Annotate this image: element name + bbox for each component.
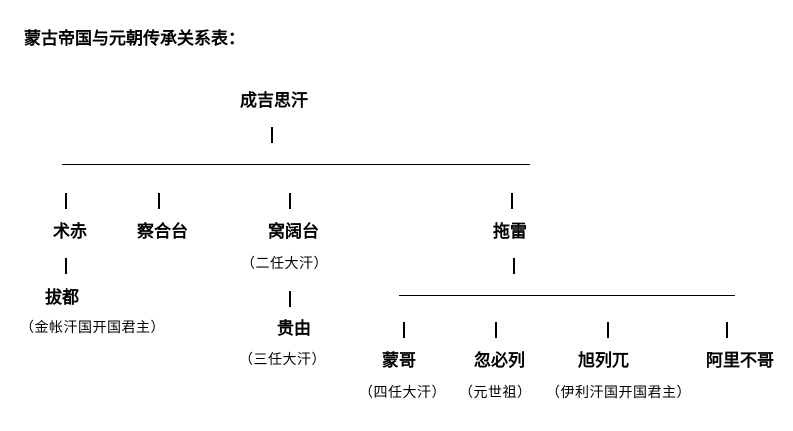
connector-chagatai (158, 193, 160, 209)
node-tolui: 拖雷 (493, 222, 527, 242)
note-hulagu: （伊利汗国开国君主） (546, 385, 691, 401)
sibling-line-tolui-sons (399, 295, 735, 296)
node-guyuk: 贵由 (277, 319, 311, 339)
note-kublai: （元世祖） (459, 385, 532, 401)
node-ogedei: 窝阔台 (268, 222, 319, 242)
node-genghis: 成吉思汗 (240, 91, 308, 111)
note-guyuk: （三任大汗） (239, 352, 326, 368)
note-batu: （金帐汗国开国君主） (20, 320, 165, 336)
connector-hulagu (607, 322, 609, 338)
node-hulagu: 旭列兀 (578, 351, 629, 371)
connector-genghis-down (271, 127, 273, 143)
connector-ogedei-down (289, 291, 291, 307)
connector-jochi-down (65, 258, 67, 274)
node-kublai: 忽必列 (474, 351, 525, 371)
diagram-title: 蒙古帝国与元朝传承关系表： (24, 29, 245, 49)
connector-mongke (403, 322, 405, 338)
node-chagatai: 察合台 (137, 222, 188, 242)
connector-tolui-down (513, 258, 515, 274)
connector-tolui (511, 193, 513, 209)
connector-kublai (495, 322, 497, 338)
connector-ariq (726, 322, 728, 338)
node-mongke: 蒙哥 (382, 351, 416, 371)
sibling-line-gen2 (62, 164, 530, 165)
note-mongke: （四任大汗） (359, 385, 446, 401)
node-jochi: 术赤 (53, 222, 87, 242)
note-ogedei: （二任大汗） (241, 256, 328, 272)
connector-ogedei (289, 193, 291, 209)
node-batu: 拔都 (45, 288, 79, 308)
node-ariq: 阿里不哥 (706, 351, 774, 371)
connector-jochi (65, 193, 67, 209)
